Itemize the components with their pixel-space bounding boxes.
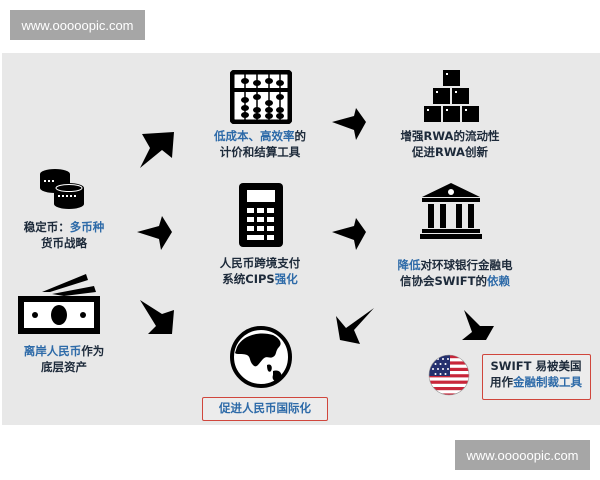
internationalize-highlight-box [202,397,328,421]
cips-label-b: 强化 [274,272,298,286]
bank-building-icon [420,183,482,239]
low-cost-label-b: 的 [294,129,307,143]
stablecoin-label-b: 多币种 [69,220,105,234]
watermark-top: www.ooooopic.com [10,10,145,40]
node-low-cost: 低成本、高效率的 计价和结算工具 [200,128,320,160]
swift-sanction-label-line1: SWIFT 易被美国 [490,359,582,373]
low-cost-label-line2: 计价和结算工具 [219,145,301,159]
arrow-right-icon [137,216,172,250]
calculator-icon [239,183,283,247]
stablecoin-label-a: 稳定币： [23,220,70,234]
node-swift-sanction: SWIFT 易被美国 用作金融制裁工具 [480,358,592,390]
swift-reduce-label-b: 对环球银行金融电 [420,258,513,272]
watermark-bottom: www.ooooopic.com [455,440,590,470]
swift-reduce-label-d: 依赖 [486,274,510,288]
arrow-down-left-icon [336,308,374,344]
coins-stack-icon [40,169,84,209]
swift-reduce-label-c: 信协会SWIFT的 [400,274,487,288]
abacus-icon [230,70,292,124]
stablecoin-label-line2: 货币战略 [41,236,87,250]
cips-label-line1: 人民币跨境支付 [219,256,301,270]
arrow-down-right-icon [140,300,174,334]
offshore-label-line2: 底层资产 [41,360,87,374]
node-cips: 人民币跨境支付 系统CIPS强化 [200,255,320,287]
arrow-up-right-icon [140,132,174,168]
low-cost-label-a: 低成本、高效率 [214,129,295,143]
node-swift-reduce: 降低对环球银行金融电 信协会SWIFT的依赖 [380,257,530,289]
banknotes-icon [18,274,100,334]
rwa-label-line1: 增强RWA的流动性 [400,129,500,143]
globe-icon [230,326,292,388]
node-stablecoin: 稳定币：多币种 货币战略 [8,219,120,251]
swift-sanction-label-a: 用作 [490,375,513,389]
arrow-right-top-icon [332,108,366,140]
us-flag-icon [428,354,470,396]
swift-reduce-label-a: 降低 [397,258,421,272]
node-internationalize: 促进人民币国际化 [219,401,311,415]
arrow-right-middle-icon [332,218,366,250]
offshore-label-a: 离岸人民币 [23,344,82,358]
offshore-label-b: 作为 [81,344,105,358]
cips-label-a: 系统CIPS [222,272,275,286]
arrow-down-right-to-flag-icon [462,310,494,340]
swift-sanction-label-b: 金融制裁工具 [513,375,582,389]
swift-sanction-highlight-box [482,354,591,400]
node-offshore-rmb: 离岸人民币作为 底层资产 [8,343,120,375]
node-rwa: 增强RWA的流动性 促进RWA创新 [385,128,515,160]
stacked-boxes-icon [424,70,479,122]
rwa-label-line2: 促进RWA创新 [412,145,488,159]
